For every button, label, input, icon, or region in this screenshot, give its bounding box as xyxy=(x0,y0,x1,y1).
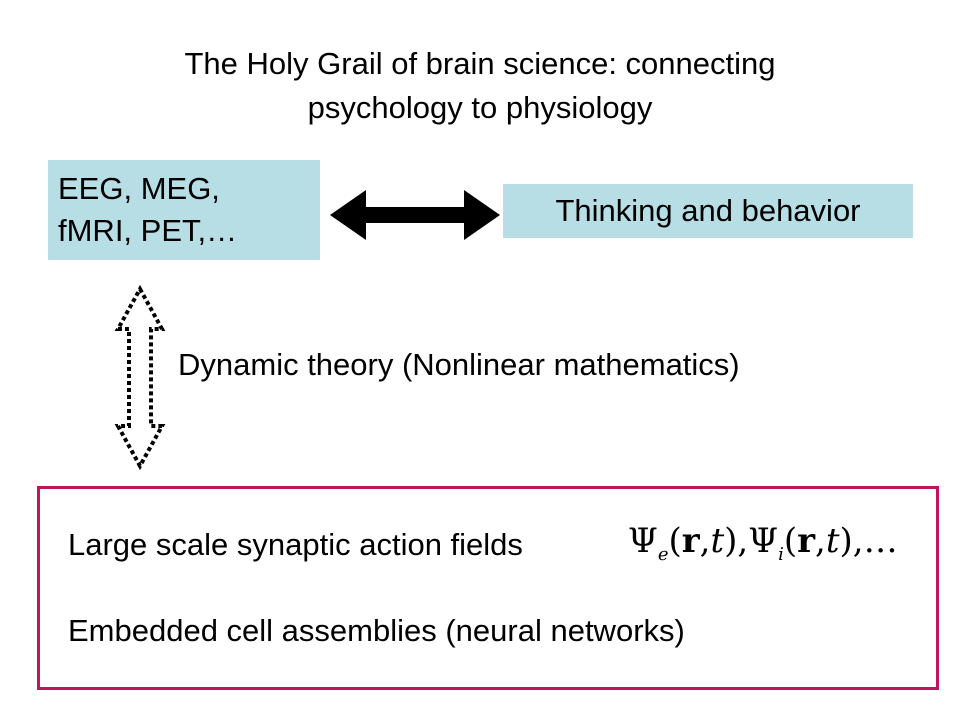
dynamic-theory-label: Dynamic theory (Nonlinear mathematics) xyxy=(178,347,740,382)
double-headed-arrow-icon xyxy=(330,190,500,240)
measurement-box: EEG, MEG, fMRI, PET,… xyxy=(48,160,320,260)
close-paren-1: ) xyxy=(724,521,738,561)
comma-1: , xyxy=(699,521,711,561)
subscript-i: i xyxy=(778,543,784,565)
measurement-line-1: EEG, MEG, xyxy=(58,171,220,206)
thinking-label: Thinking and behavior xyxy=(555,193,861,228)
title-line-2: psychology to physiology xyxy=(307,90,653,125)
vector-r-2: r xyxy=(797,521,816,561)
action-fields-formula: Ψe(r,t),Ψi(r,t),… xyxy=(628,519,898,577)
subscript-e: e xyxy=(657,543,669,565)
action-fields-label: Large scale synaptic action fields xyxy=(68,527,523,562)
ellipsis: ,… xyxy=(852,521,898,561)
title-line-1: The Holy Grail of brain science: connect… xyxy=(184,46,776,81)
double-arrow-shape xyxy=(330,190,500,240)
variable-t-1: t xyxy=(710,521,725,561)
cell-assemblies-label: Embedded cell assemblies (neural network… xyxy=(68,613,685,648)
dotted-arrow-shape xyxy=(114,285,166,470)
psi-symbol-1: Ψ xyxy=(628,521,658,561)
measurement-line-2: fMRI, PET,… xyxy=(58,213,238,248)
comma-2: , xyxy=(815,521,826,561)
psi-symbol-2: Ψ xyxy=(748,521,779,561)
physiology-box: Large scale synaptic action fields Ψe(r,… xyxy=(37,486,939,690)
vector-r-1: r xyxy=(681,521,700,561)
open-paren-1: ( xyxy=(668,521,682,561)
close-paren-2: ) xyxy=(839,521,853,561)
slide-title: The Holy Grail of brain science: connect… xyxy=(0,42,960,130)
thinking-box: Thinking and behavior xyxy=(503,184,913,238)
dotted-double-arrow-icon xyxy=(114,285,166,470)
separator: , xyxy=(737,521,749,561)
variable-t-2: t xyxy=(825,521,840,561)
open-paren-2: ( xyxy=(783,521,798,561)
